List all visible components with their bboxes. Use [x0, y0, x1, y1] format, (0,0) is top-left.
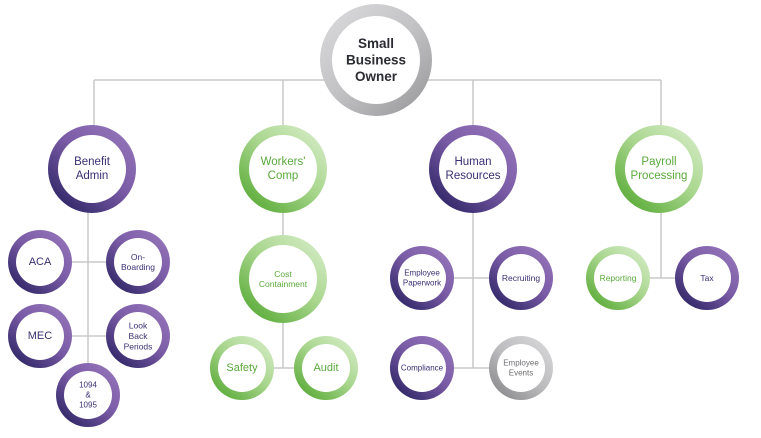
node-audit[interactable]: Audit	[294, 336, 358, 400]
node-label: MEC	[28, 330, 53, 342]
node-label: Compliance	[401, 364, 444, 373]
node-center	[625, 135, 693, 203]
node-label: Comp	[268, 170, 299, 182]
node-mec[interactable]: MEC	[8, 304, 72, 368]
node-label: Processing	[631, 170, 688, 182]
node-label: Containment	[259, 279, 308, 289]
node-label: Resources	[446, 170, 501, 182]
node-reporting[interactable]: Reporting	[586, 246, 650, 310]
node-label: Small	[358, 36, 394, 51]
node-label: Human	[454, 156, 491, 168]
node-center	[497, 254, 545, 302]
node-center	[16, 238, 64, 286]
node-center	[439, 135, 507, 203]
node-center	[497, 344, 545, 392]
node-label: Events	[509, 368, 533, 377]
node-label: Tax	[700, 273, 714, 283]
node-label: &	[85, 391, 91, 400]
node-label: On-	[131, 252, 145, 262]
node-workers-comp[interactable]: Workers' Comp	[239, 125, 327, 213]
node-label: Look	[129, 321, 148, 331]
node-label: Employee	[404, 269, 440, 278]
node-center	[332, 16, 420, 104]
node-label: Safety	[226, 362, 258, 374]
node-center	[16, 312, 64, 360]
node-center	[398, 344, 446, 392]
node-label: Payroll	[641, 156, 676, 168]
node-onboarding[interactable]: On-Boarding	[106, 230, 170, 294]
node-recruiting[interactable]: Recruiting	[489, 246, 553, 310]
node-label: Admin	[76, 170, 109, 182]
node-label: Cost	[274, 269, 292, 279]
node-center	[58, 135, 126, 203]
node-center	[249, 135, 317, 203]
node-center	[218, 344, 266, 392]
node-label: 1094	[79, 381, 97, 390]
node-aca[interactable]: ACA	[8, 230, 72, 294]
node-center	[594, 254, 642, 302]
node-center	[302, 344, 350, 392]
node-label: Boarding	[121, 262, 155, 272]
node-center	[249, 245, 317, 313]
node-label: Benefit	[74, 156, 111, 168]
node-center	[398, 254, 446, 302]
node-center	[64, 371, 112, 419]
node-safety[interactable]: Safety	[210, 336, 274, 400]
node-label: Workers'	[261, 156, 306, 168]
node-1094-1095[interactable]: 1094&1095	[56, 363, 120, 427]
node-label: 1095	[79, 400, 97, 409]
node-center	[114, 238, 162, 286]
node-label: Reporting	[600, 273, 637, 283]
node-label: Paperwork	[403, 278, 442, 287]
node-center	[683, 254, 731, 302]
node-label: Owner	[355, 69, 398, 84]
node-compliance[interactable]: Compliance	[390, 336, 454, 400]
node-tax[interactable]: Tax	[675, 246, 739, 310]
node-label: Employee	[503, 359, 539, 368]
node-label: Audit	[313, 362, 338, 374]
node-label: Periods	[124, 341, 153, 351]
node-center	[114, 312, 162, 360]
node-label: Recruiting	[502, 273, 541, 283]
node-label: ACA	[29, 256, 52, 268]
node-label: Business	[346, 53, 406, 68]
node-label: Back	[129, 331, 149, 341]
